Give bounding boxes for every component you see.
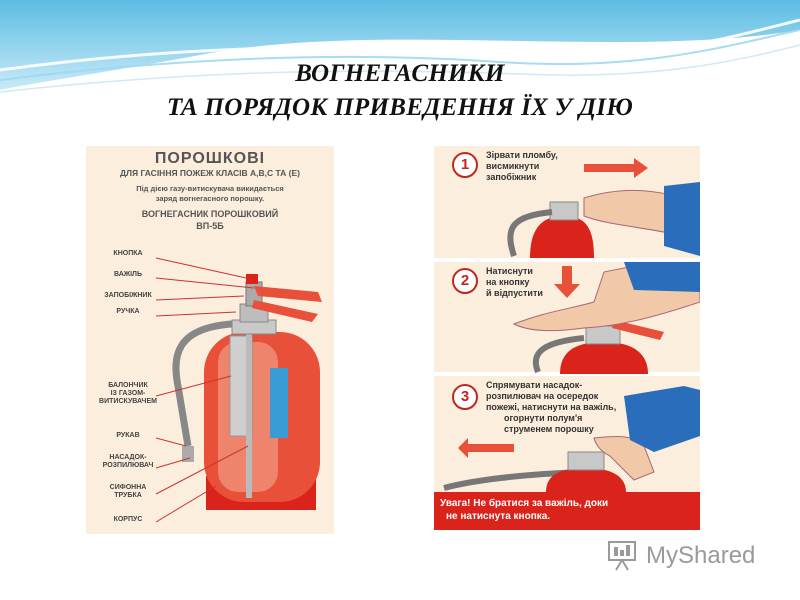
panel-heading: ПОРОШКОВІ xyxy=(154,150,266,167)
step-2-illustration xyxy=(512,262,700,374)
page-title-line2: ТА ПОРЯДОК ПРИВЕДЕННЯ ЇХ У ДІЮ xyxy=(166,94,634,121)
label-nozzle-line1: НАСАДОК- xyxy=(109,454,147,461)
step-2-text-line2: на кнопку xyxy=(486,277,530,287)
top-wave-decoration xyxy=(0,0,800,93)
warning-banner: Увага! Не братися за важіль, доки не нат… xyxy=(434,492,700,530)
step-1-text-line1: Зірвати пломбу, xyxy=(486,150,558,160)
label-cartridge-line2: ІЗ ГАЗОМ- xyxy=(110,390,146,397)
page-title-line1: ВОГНЕГАСНИКИ xyxy=(295,60,505,87)
step-1-illustration xyxy=(507,158,700,258)
model-name-line2: ВП-5Б xyxy=(196,221,224,231)
step-1-text-line2: висмикнути xyxy=(486,161,540,171)
usage-steps-panel: 1 Зірвати пломбу, висмикнути запобіжник … xyxy=(434,146,700,530)
myshared-logo: MyShared xyxy=(606,538,776,572)
label-safety-pin: ЗАПОБІЖНИК xyxy=(104,292,152,299)
step-1-text-line3: запобіжник xyxy=(486,172,537,182)
presentation-board-icon xyxy=(608,541,636,571)
step-2-text-line3: й відпустити xyxy=(486,288,543,298)
label-cartridge-line1: БАЛОНЧИК xyxy=(108,382,148,389)
step-3-number: 3 xyxy=(452,384,478,410)
label-button: КНОПКА xyxy=(113,250,143,257)
extinguisher-diagram-panel: ПОРОШКОВІ ДЛЯ ГАСІННЯ ПОЖЕЖ КЛАСІВ А,В,С… xyxy=(86,146,334,534)
extinguisher-illustration xyxy=(155,257,322,523)
label-siphon-line1: СИФОННА xyxy=(109,484,147,491)
label-nozzle-line2: РОЗПИЛЮВАЧ xyxy=(102,462,154,469)
step-3-text-line4: огорнути полум'я xyxy=(504,413,583,423)
label-handle: РУЧКА xyxy=(116,308,140,315)
step-2-number: 2 xyxy=(452,268,478,294)
panel-description-line1: Під дією газу-витискувача викидається xyxy=(136,184,284,193)
panel-subheading: ДЛЯ ГАСІННЯ ПОЖЕЖ КЛАСІВ А,В,С ТА (Е) xyxy=(119,168,301,178)
step-2-text-line1: Натиснути xyxy=(486,266,533,276)
label-hose: РУКАВ xyxy=(116,432,140,439)
step-3-text-line1: Спрямувати насадок- xyxy=(486,380,583,390)
step-3-illustration xyxy=(443,386,700,492)
label-cartridge-line3: ВИТИСКУВАЧЕМ xyxy=(99,398,157,405)
step-1-number: 1 xyxy=(452,152,478,178)
model-name-line1: ВОГНЕГАСНИК ПОРОШКОВИЙ xyxy=(141,209,279,219)
step-3-text-line3: пожежі, натиснути на важіль, xyxy=(486,402,617,412)
label-lever: ВАЖІЛЬ xyxy=(114,271,142,278)
panel-description-line2: заряд вогнегасного порошку. xyxy=(155,194,265,203)
label-siphon-line2: ТРУБКА xyxy=(114,492,142,499)
logo-text: MyShared xyxy=(646,542,756,569)
step-3-text-line2: розпилювач на осередок xyxy=(486,391,599,401)
warning-text-line1: Увага! Не братися за важіль, доки xyxy=(440,498,609,509)
label-body: КОРПУС xyxy=(113,516,143,523)
step-3-text-line5: струменем порошку xyxy=(504,424,594,434)
warning-text-line2: не натиснута кнопка. xyxy=(446,511,551,522)
